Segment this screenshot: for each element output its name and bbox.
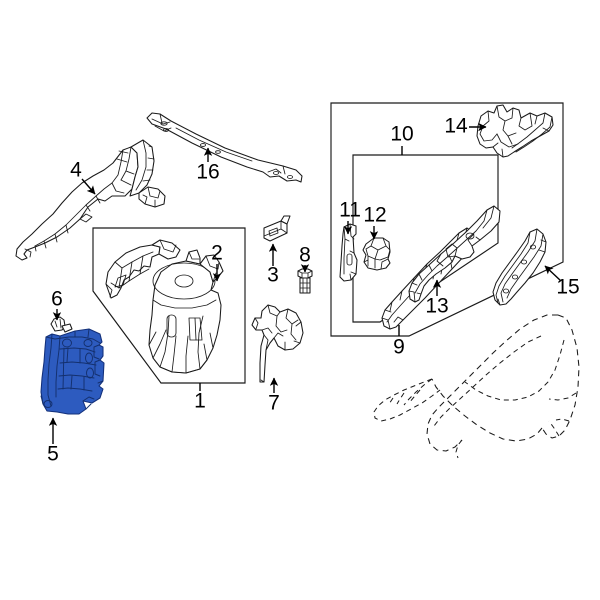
part-7-lower-bracket — [251, 304, 304, 383]
leader-15 — [544, 265, 562, 282]
part-4-rail-extension — [15, 139, 166, 261]
part-14-frame-horn — [476, 104, 554, 158]
callout-number-5: 5 — [47, 443, 59, 466]
callout-number-12: 12 — [363, 204, 386, 227]
part-2-strut-tower — [105, 239, 224, 374]
part-6-clip-fastener — [50, 316, 73, 333]
part-15-rail-reinforcement — [492, 228, 547, 306]
callout-number-3: 3 — [267, 264, 279, 287]
callout-number-6: 6 — [51, 288, 63, 311]
callout-number-13: 13 — [425, 295, 448, 318]
part-12-inner-bracket — [362, 237, 391, 271]
callout-number-2: 2 — [211, 242, 223, 265]
part-13-frame-rail-lower — [408, 205, 501, 303]
callout-number-1: 1 — [194, 390, 206, 413]
box-part-9 — [330, 102, 564, 337]
callout-number-11: 11 — [339, 199, 361, 222]
fender-outline-dashed — [373, 314, 580, 459]
callout-leader-lines — [48, 122, 562, 444]
callout-number-labels: 1 2 3 4 5 6 7 8 9 10 11 12 13 14 15 16 — [47, 115, 580, 466]
callout-number-10: 10 — [390, 123, 413, 146]
callout-number-16: 16 — [196, 161, 219, 184]
part-8-bolt — [297, 268, 313, 294]
part-16-tie-bar — [146, 112, 303, 183]
part-3-bracket-plate — [263, 215, 291, 242]
box-part-1 — [92, 227, 246, 384]
callout-number-9: 9 — [393, 336, 405, 359]
callout-number-14: 14 — [444, 115, 468, 138]
callout-number-4: 4 — [70, 159, 82, 182]
leader-4 — [81, 178, 96, 195]
callout-number-8: 8 — [299, 244, 311, 267]
part-5-highlighted-panel — [40, 328, 105, 415]
callout-number-7: 7 — [268, 392, 280, 415]
callout-number-15: 15 — [556, 276, 579, 299]
